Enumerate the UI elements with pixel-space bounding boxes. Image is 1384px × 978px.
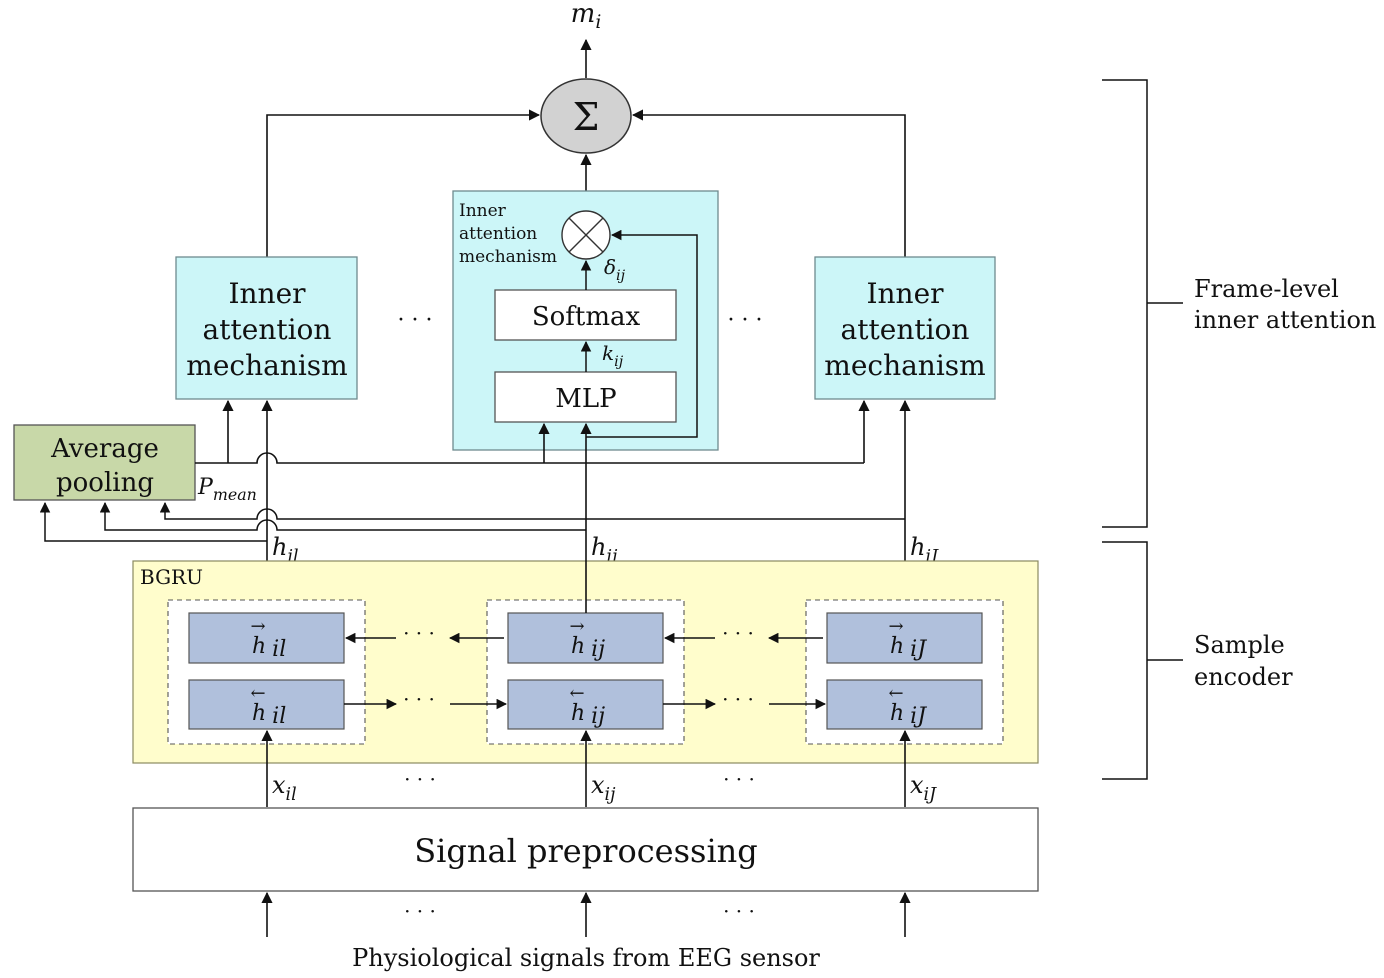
frame-level-label-line-2: inner attention: [1194, 306, 1376, 334]
svg-text:←: ←: [250, 683, 265, 704]
inner-attention-left-line-3: mechanism: [186, 349, 347, 382]
inner-attention-right-line-3: mechanism: [824, 349, 985, 382]
hidden-label-il: hil: [272, 533, 299, 567]
hil-to-pooling-line: [39, 501, 267, 542]
inner-attention-block-right: Inner attention mechanism: [814, 256, 996, 400]
inner-attention-block-left: Inner attention mechanism: [175, 256, 358, 400]
svg-text:hij: hij: [571, 701, 605, 729]
right-to-sum-line: [631, 109, 906, 257]
inner-attention-left-line-1: Inner: [228, 277, 306, 310]
sum-node: Σ: [540, 78, 632, 154]
svg-text:hij: hij: [571, 634, 605, 662]
attention-ellipsis-left: · · ·: [398, 308, 433, 333]
sample-encoder-bracket: [1102, 541, 1183, 780]
svg-text:hil: hil: [252, 634, 286, 662]
sum-symbol: Σ: [573, 95, 600, 139]
output-label: mi: [571, 0, 602, 33]
k-label: kij: [602, 341, 624, 370]
pmean-label: Pmean: [197, 475, 257, 504]
bwd-ellipsis-1: · · ·: [403, 687, 435, 711]
average-pooling-line-2: pooling: [56, 468, 154, 498]
softmax-box: Softmax: [494, 289, 677, 341]
signals-caption: Physiological signals from EEG sensor: [352, 944, 820, 972]
average-pooling-line-1: Average: [50, 434, 159, 464]
attention-ellipsis-right: · · ·: [728, 308, 763, 333]
inner-attention-right-line-1: Inner: [866, 277, 944, 310]
input-label-iJ: xiJ: [910, 771, 937, 805]
hiJ-to-pooling-line: [159, 501, 905, 520]
delta-label: δij: [604, 255, 626, 284]
input-ellipsis-left: · · ·: [404, 767, 436, 791]
signal-ellipsis-right: · · ·: [723, 899, 755, 923]
input-label-il: xil: [272, 771, 297, 805]
signal-preprocessing-label: Signal preprocessing: [414, 832, 758, 870]
svg-text:←: ←: [569, 683, 584, 704]
svg-text:→: →: [250, 616, 265, 637]
average-pooling-box: Average pooling: [13, 424, 196, 501]
signal-preprocessing-box: Signal preprocessing: [132, 807, 1039, 892]
detail-caption-line-3: mechanism: [459, 247, 557, 267]
softmax-label: Softmax: [532, 302, 641, 332]
pmean-bus-line: [195, 452, 864, 464]
inner-attention-left-line-2: attention: [203, 313, 332, 346]
left-to-sum-line: [266, 109, 541, 257]
svg-text:←: ←: [888, 683, 903, 704]
input-label-ij: xij: [591, 771, 616, 805]
frame-level-label-line-1: Frame-level: [1194, 275, 1339, 303]
mlp-box: MLP: [494, 371, 677, 423]
sample-encoder-label-line-2: encoder: [1194, 663, 1293, 691]
bgru-title: BGRU: [140, 565, 203, 589]
svg-text:→: →: [888, 616, 903, 637]
hij-to-pooling-line: [99, 501, 586, 531]
inner-attention-right-line-2: attention: [841, 313, 970, 346]
mlp-label: MLP: [555, 384, 616, 414]
svg-text:→: →: [569, 616, 584, 637]
fwd-ellipsis-1: · · ·: [403, 621, 435, 645]
fwd-ellipsis-2: · · ·: [722, 621, 754, 645]
multiply-node: [561, 210, 611, 260]
svg-text:hil: hil: [252, 701, 286, 729]
frame-level-bracket: [1102, 79, 1183, 528]
signal-ellipsis-left: · · ·: [404, 899, 436, 923]
input-ellipsis-right: · · ·: [723, 767, 755, 791]
svg-text:hiJ: hiJ: [890, 701, 927, 729]
detail-caption-line-1: Inner: [459, 201, 507, 221]
bwd-ellipsis-2: · · ·: [722, 687, 754, 711]
skip-to-multiply-line: [586, 229, 698, 438]
sample-encoder-label-line-1: Sample: [1194, 631, 1285, 659]
hidden-label-ij: hij: [591, 533, 618, 567]
detail-caption-line-2: attention: [459, 224, 537, 244]
svg-text:hiJ: hiJ: [890, 634, 927, 662]
inner-attention-detail-block: Inner attention mechanism Softmax MLP δi…: [452, 190, 719, 560]
